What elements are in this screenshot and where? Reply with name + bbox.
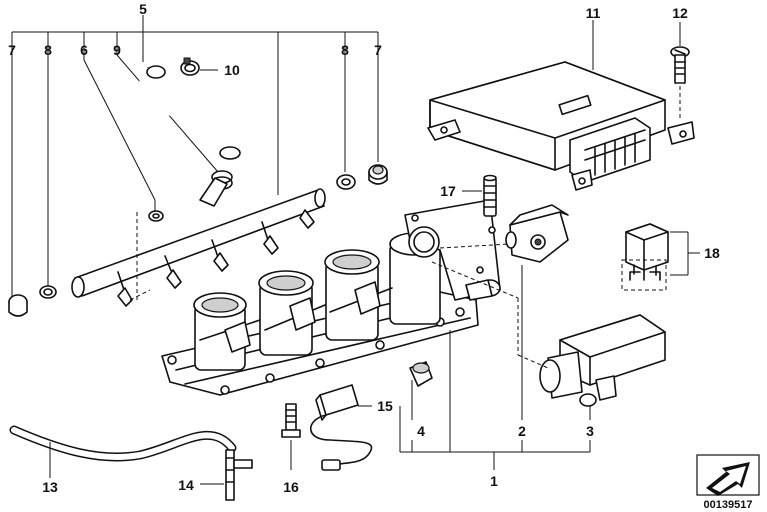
screw-part-17 <box>462 174 497 217</box>
callout-6: 6 <box>80 42 88 58</box>
callout-2: 2 <box>518 423 526 439</box>
callout-1: 1 <box>490 473 498 489</box>
callout-3: 3 <box>586 423 594 439</box>
diagram-number: 00139517 <box>704 499 753 511</box>
sensor-part-2 <box>505 204 569 263</box>
actuator-part-3 <box>539 314 666 407</box>
sensor-part-15 <box>309 384 373 471</box>
callout-5: 5 <box>139 1 147 17</box>
callout-9: 9 <box>113 42 121 58</box>
callout-7-right: 7 <box>374 42 382 58</box>
callout-12: 12 <box>672 5 688 21</box>
callout-13: 14 <box>178 477 194 493</box>
connector-dashed-leaders <box>431 243 549 369</box>
clamp-part-6 <box>148 210 164 222</box>
callout-17: 17 <box>440 183 456 199</box>
rail-dashed-leaders <box>129 212 151 301</box>
bolt-part-12 <box>670 22 690 118</box>
plug-part-7-left <box>8 294 28 317</box>
callout-18: 18 <box>704 245 720 261</box>
t-connector-part-13 <box>200 449 253 501</box>
callout-8-right: 8 <box>341 42 349 58</box>
hose-part-5 <box>139 65 241 160</box>
callout-11: 11 <box>586 5 601 21</box>
clamp-part-8-left <box>39 285 57 299</box>
callout-labels: 5 7 8 6 9 10 8 7 11 12 17 18 15 4 2 3 1 … <box>8 1 720 495</box>
top-bracket-leaders <box>11 15 379 298</box>
cap-part-4 <box>409 361 433 420</box>
vacuum-hose-part-14 <box>9 425 237 478</box>
callout-4: 4 <box>417 423 425 439</box>
throttle-body-assembly <box>161 199 501 396</box>
callout-7-left: 7 <box>8 42 16 58</box>
callout-14: 13 <box>42 479 58 495</box>
callout-10: 10 <box>224 62 240 78</box>
bolt-part-16 <box>281 403 301 470</box>
callout-15: 15 <box>377 398 393 414</box>
control-unit-part-11 <box>427 20 695 191</box>
relay-part-18 <box>621 223 700 291</box>
callout-16: 16 <box>283 479 299 495</box>
clamp-part-8-right <box>336 174 356 190</box>
diagram-reference-box: 00139517 <box>696 454 760 511</box>
hose-clamp-part-10 <box>180 57 200 76</box>
grommet-part-7-right <box>368 164 388 185</box>
bottom-bracket-leaders <box>399 265 591 470</box>
callout-8-left: 8 <box>44 42 52 58</box>
